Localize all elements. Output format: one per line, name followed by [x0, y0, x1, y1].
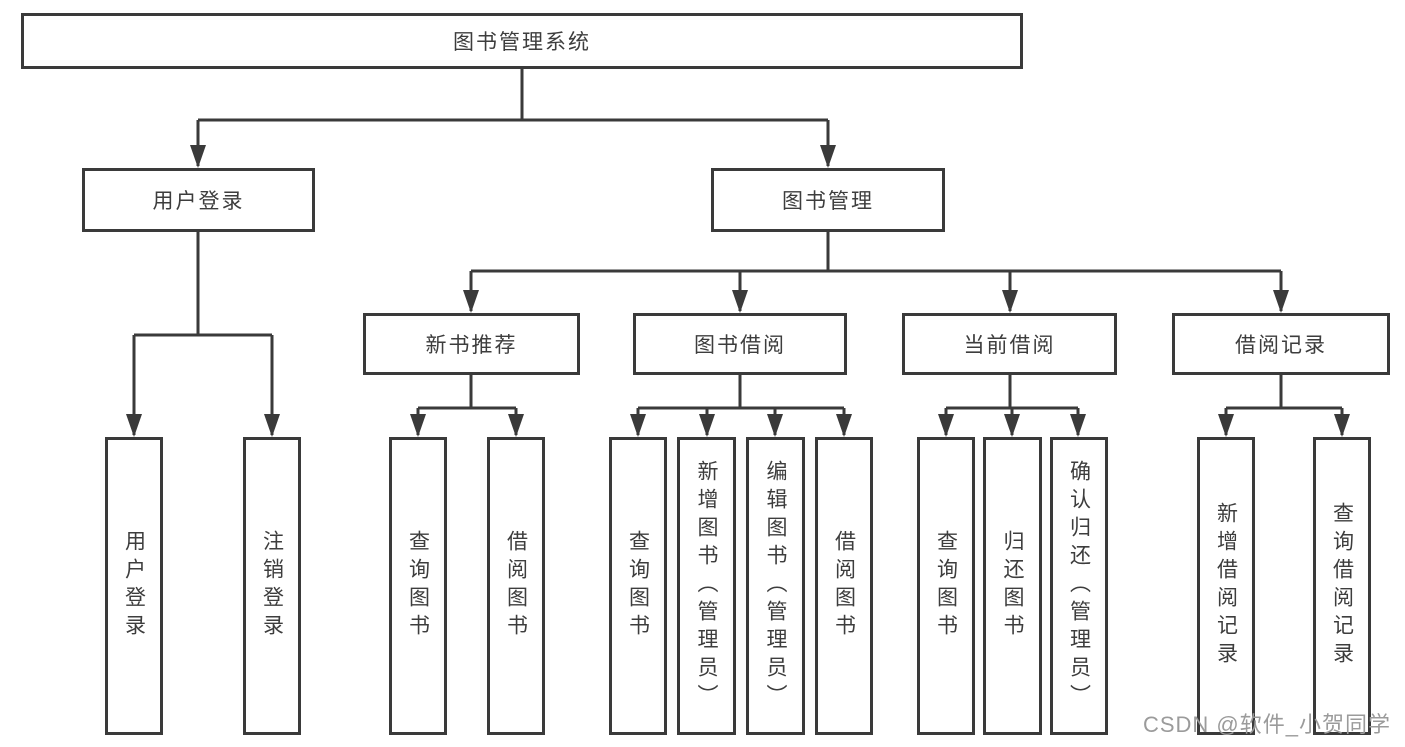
node-book-borrow-section: 图书借阅: [633, 313, 847, 375]
node-root-label: 图书管理系统: [453, 31, 591, 54]
node-current-borrow-section: 当前借阅: [902, 313, 1117, 375]
node-borrow-record-section-label: 借阅记录: [1235, 334, 1327, 357]
leaf-newbook-borrow-books: 借阅图书: [487, 437, 545, 735]
node-book-mgmt-branch-label: 图书管理: [782, 190, 874, 213]
leaf-borrow-add-books-admin: 新增图书（管理员）: [677, 437, 736, 735]
leaf-current-return-books: 归还图书: [983, 437, 1042, 735]
leaf-borrow-edit-books-admin: 编辑图书（管理员）: [746, 437, 805, 735]
leaf-newbook-query-books: 查询图书: [389, 437, 447, 735]
leaf-record-query-borrow-record: 查询借阅记录: [1313, 437, 1371, 735]
leaf-record-add-borrow-record: 新增借阅记录: [1197, 437, 1255, 735]
node-borrow-record-section: 借阅记录: [1172, 313, 1390, 375]
leaf-borrow-borrow-books: 借阅图书: [815, 437, 873, 735]
leaf-user-login: 用户登录: [105, 437, 163, 735]
csdn-watermark: CSDN @软件_小贺同学: [1142, 712, 1391, 737]
leaf-borrow-query-books: 查询图书: [609, 437, 667, 735]
node-current-borrow-section-label: 当前借阅: [963, 334, 1056, 357]
node-user-login-branch: 用户登录: [82, 168, 315, 232]
leaf-current-query-books: 查询图书: [917, 437, 975, 735]
node-new-book-section-label: 新书推荐: [425, 334, 518, 357]
node-new-book-section: 新书推荐: [363, 313, 580, 375]
leaf-logout: 注销登录: [243, 437, 301, 735]
node-user-login-branch-label: 用户登录: [152, 190, 245, 213]
node-book-borrow-section-label: 图书借阅: [694, 334, 786, 357]
leaf-current-confirm-return-admin: 确认归还（管理员）: [1050, 437, 1108, 735]
node-book-mgmt-branch: 图书管理: [711, 168, 945, 232]
node-root: 图书管理系统: [21, 13, 1023, 69]
